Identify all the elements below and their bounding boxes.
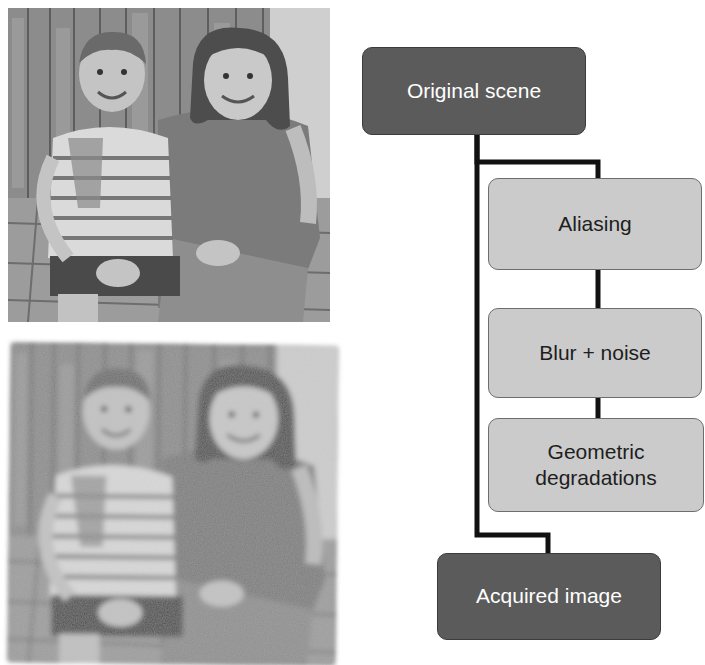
process-box: Aliasing xyxy=(488,178,702,270)
box-label: Acquired image xyxy=(476,583,622,609)
box-label: Aliasing xyxy=(558,211,632,237)
connector-line xyxy=(596,398,601,418)
connector-line xyxy=(596,270,601,308)
connector-line xyxy=(477,135,598,178)
box-label: Blur + noise xyxy=(539,340,650,366)
stage-box: Acquired image xyxy=(437,553,661,640)
box-label: Original scene xyxy=(407,78,541,104)
box-label: Geometric degradations xyxy=(499,439,693,492)
process-box: Geometric degradations xyxy=(488,418,704,512)
stage-box: Original scene xyxy=(362,47,586,135)
process-box: Blur + noise xyxy=(488,308,702,398)
degraded-photo xyxy=(8,343,337,664)
original-photo xyxy=(8,8,330,322)
